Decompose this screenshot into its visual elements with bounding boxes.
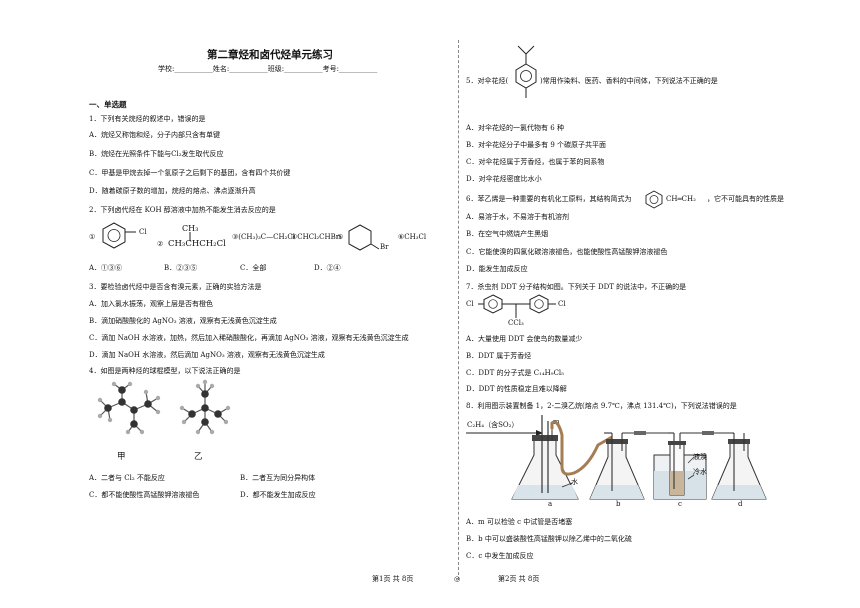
page-title: 第二章烃和卤代烃单元练习 bbox=[207, 49, 333, 61]
footer-page-left: 第1页 共 8页 bbox=[372, 575, 414, 583]
q8-option-b: B．b 中可以盛装酸性高锰酸钾以除乙烯中的二氧化硫 bbox=[466, 535, 632, 543]
q2-option-c: C．全部 bbox=[240, 264, 267, 272]
ddt-structure bbox=[478, 294, 556, 318]
q1-option-b: B．烷烃在光照条件下能与Cl₂发生取代反应 bbox=[89, 150, 224, 158]
q2-opt1-cl: Cl bbox=[139, 228, 147, 236]
footer-page-right: 第2页 共 8页 bbox=[498, 575, 540, 583]
q6-option-c: C．它能使溴的四氯化碳溶液褪色，也能使酸性高锰酸钾溶液褪色 bbox=[466, 248, 668, 256]
q4-option-a: A．二者与 Cl₂ 不能反应 bbox=[89, 474, 165, 482]
q5-option-d: D．对伞花烃密度比水小 bbox=[466, 175, 542, 183]
q8-option-a: A．m 可以检验 c 中试管是否堵塞 bbox=[466, 518, 573, 526]
q6-option-b: B．在空气中燃烧产生黑烟 bbox=[466, 230, 549, 238]
q6-stem-post: ，它不可能具有的性质是 bbox=[707, 195, 784, 203]
q5-option-c: C．对伞花烃属于芳香烃，也属于苯的同系物 bbox=[466, 158, 605, 166]
q5-stem-post: )常用作染料、医药、香料的中间体，下列说法不正确的是 bbox=[540, 77, 718, 85]
q3-stem: 3．要检验卤代烃中是否含有溴元素，正确的实验方法是 bbox=[89, 283, 262, 291]
q4-label-yi: 乙 bbox=[194, 452, 203, 462]
q2-opt5-num: ⑤ bbox=[337, 233, 344, 241]
q5-stem-pre: 5．对伞花烃( bbox=[466, 77, 509, 85]
styrene-benzene-ring bbox=[645, 190, 663, 209]
p-cymene-structure bbox=[515, 45, 537, 98]
q4-label-jia: 甲 bbox=[117, 452, 126, 462]
q6-option-a: A．易溶于水，不易溶于有机溶剂 bbox=[466, 213, 570, 221]
q1-stem: 1．下列有关烷烃的叙述中，错误的是 bbox=[89, 115, 206, 123]
q2-stem: 2．下列卤代烃在 KOH 醇溶液中加热不能发生消去反应的是 bbox=[89, 206, 276, 214]
q2-opt6: ⑥CH₃Cl bbox=[398, 233, 427, 241]
q5-option-a: A．对伞花烃的一氯代物有 6 种 bbox=[466, 124, 564, 132]
q1-option-c: C．甲基是甲烷去掉一个氢原子之后剩下的基团，含有四个共价键 bbox=[89, 169, 291, 177]
q7-option-d: D．DDT 的性质稳定且难以降解 bbox=[466, 385, 567, 393]
q4-option-c: C．都不能使酸性高锰酸钾溶液褪色 bbox=[89, 491, 200, 499]
footer-binding-mark: ◎ bbox=[454, 575, 461, 583]
q8-water-label: 水 bbox=[571, 478, 578, 486]
q5-option-b: B．对伞花烃分子中最多有 9 个碳原子共平面 bbox=[466, 141, 607, 149]
page-divider bbox=[458, 40, 459, 580]
q1-option-d: D．随着碳原子数的增加，烷烃的熔点、沸点逐渐升高 bbox=[89, 187, 256, 195]
q6-option-d: D．能发生加成反应 bbox=[466, 265, 528, 273]
student-info-line: 学校:___________姓名:___________班级:_________… bbox=[158, 65, 378, 73]
q4-option-d: D．都不能发生加成反应 bbox=[240, 491, 316, 499]
section-heading: 一、单选题 bbox=[89, 100, 127, 109]
q3-option-b: B．滴加硝酸酸化的 AgNO₃ 溶液，观察有无浅黄色沉淀生成 bbox=[89, 317, 277, 325]
q8-label-b: b bbox=[616, 500, 621, 508]
q7-option-c: C．DDT 的分子式是 C₁₄H₉Cl₅ bbox=[466, 369, 564, 377]
q7-option-b: B．DDT 属于芳香烃 bbox=[466, 352, 532, 360]
q3-option-d: D．滴加 NaOH 水溶液，然后滴加 AgNO₃ 溶液，观察有无浅黄色沉淀生成 bbox=[89, 351, 325, 359]
q2-opt4: ④CHCl₂CHBr₂ bbox=[291, 233, 342, 241]
q2-opt3: ③(CH₃)₃C—CH₂Cl bbox=[232, 233, 296, 241]
chlorobenzene-structure bbox=[102, 222, 136, 249]
ball-stick-model-yi bbox=[179, 379, 231, 435]
bromocyclohexane-structure bbox=[348, 224, 380, 251]
q8-bromine-label: 液溴 bbox=[693, 453, 707, 461]
q2-opt2-bond bbox=[189, 232, 191, 241]
q3-option-a: A．加入氯水振荡，观察上层是否有橙色 bbox=[89, 300, 214, 308]
ball-stick-model-jia bbox=[97, 381, 161, 435]
q7-cl-right: Cl bbox=[558, 300, 566, 308]
q7-option-a: A．大量使用 DDT 会使鸟的数量减少 bbox=[466, 335, 583, 343]
q2-option-a: A．①③⑥ bbox=[89, 264, 123, 272]
q8-label-c: c bbox=[678, 500, 682, 508]
q4-stem: 4．如图是两种烃的球棍模型，以下说法正确的是 bbox=[89, 367, 241, 375]
q8-gas-label: C₂H₄（含SO₂） bbox=[467, 421, 519, 429]
q8-cold-water-label: 冷水 bbox=[693, 468, 707, 476]
q4-option-b: B．二者互为同分异构体 bbox=[240, 474, 316, 482]
apparatus-diagram bbox=[466, 415, 767, 500]
q2-opt2-ch3: CH₃ bbox=[182, 224, 199, 233]
q2-opt5-br: Br bbox=[380, 243, 389, 251]
q1-option-a: A．烷烃又称饱和烃，分子内部只含有单键 bbox=[89, 131, 221, 139]
q8-option-c: C．c 中发生加成反应 bbox=[466, 552, 534, 560]
q2-opt2-num: ② bbox=[157, 240, 164, 248]
q6-vinyl-group: CH═CH₂ bbox=[666, 195, 696, 203]
q8-label-d: d bbox=[738, 500, 743, 508]
q6-stem-pre: 6．苯乙烯是一种重要的有机化工原料，其结构简式为 bbox=[466, 195, 632, 203]
q7-ccl3: CCl₃ bbox=[508, 319, 524, 327]
q3-option-c: C．滴加 NaOH 水溶液，加热，然后加入稀硝酸酸化，再滴加 AgNO₃ 溶液，… bbox=[89, 334, 409, 342]
q2-opt2-formula: CH₃CHCH₂Cl bbox=[168, 239, 226, 249]
q2-option-d: D．②④ bbox=[314, 264, 341, 272]
q7-stem: 7．杀虫剂 DDT 分子结构如图。下列关于 DDT 的说法中，不正确的是 bbox=[466, 283, 687, 291]
q7-cl-left: Cl bbox=[466, 300, 474, 308]
q8-label-a: a bbox=[548, 500, 553, 508]
q2-option-b: B．②③⑤ bbox=[164, 264, 198, 272]
q8-stem: 8．利用图示装置制备 1，2-二溴乙烷(熔点 9.7℃，沸点 131.4℃)，下… bbox=[466, 402, 737, 410]
q2-opt1-num: ① bbox=[89, 233, 96, 241]
